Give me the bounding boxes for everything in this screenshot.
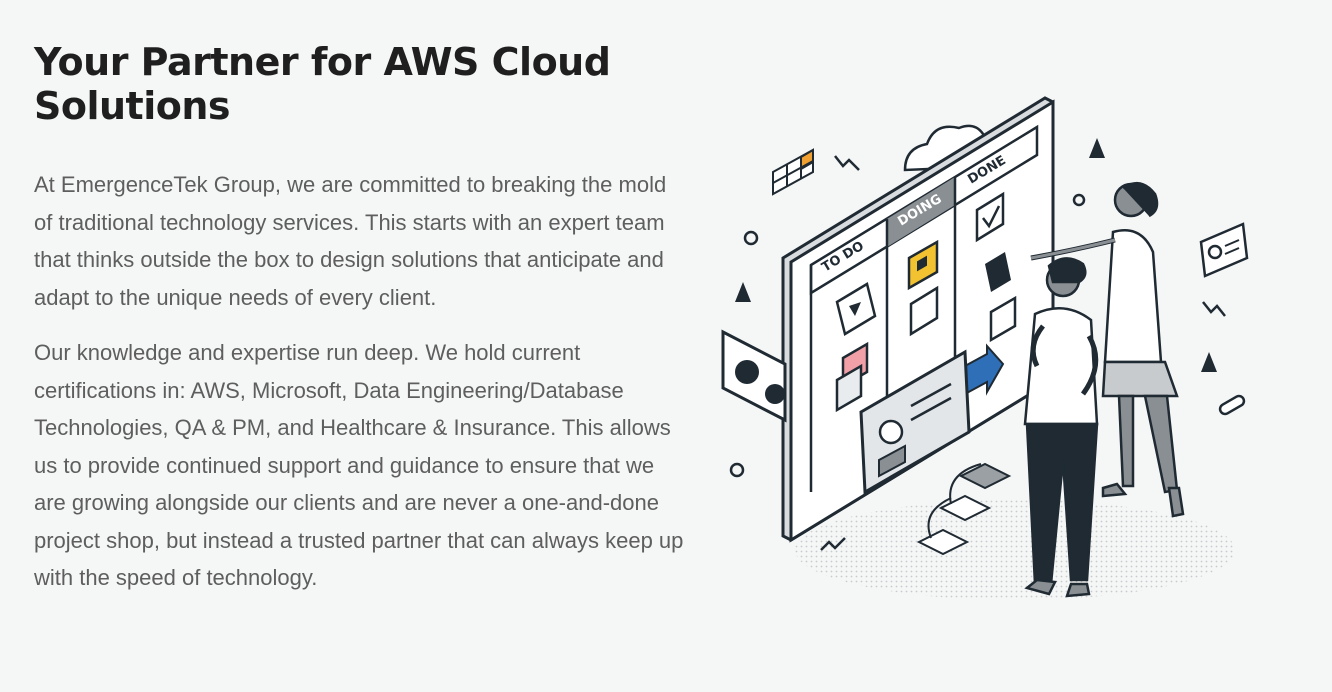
table-widget-icon xyxy=(772,148,814,196)
intro-paragraph: At EmergenceTek Group, we are committed … xyxy=(34,172,667,310)
kanban-team-illustration: TO DO DOING DONE xyxy=(715,80,1275,620)
kanban-board-icon: TO DO DOING DONE xyxy=(721,96,1249,600)
expertise-paragraph: Our knowledge and expertise run deep. We… xyxy=(34,340,684,590)
people-icon xyxy=(1023,181,1185,598)
page-title: Your Partner for AWS Cloud Solutions xyxy=(34,40,611,128)
hero-text-column: Your Partner for AWS Cloud Solutions At … xyxy=(34,40,684,615)
